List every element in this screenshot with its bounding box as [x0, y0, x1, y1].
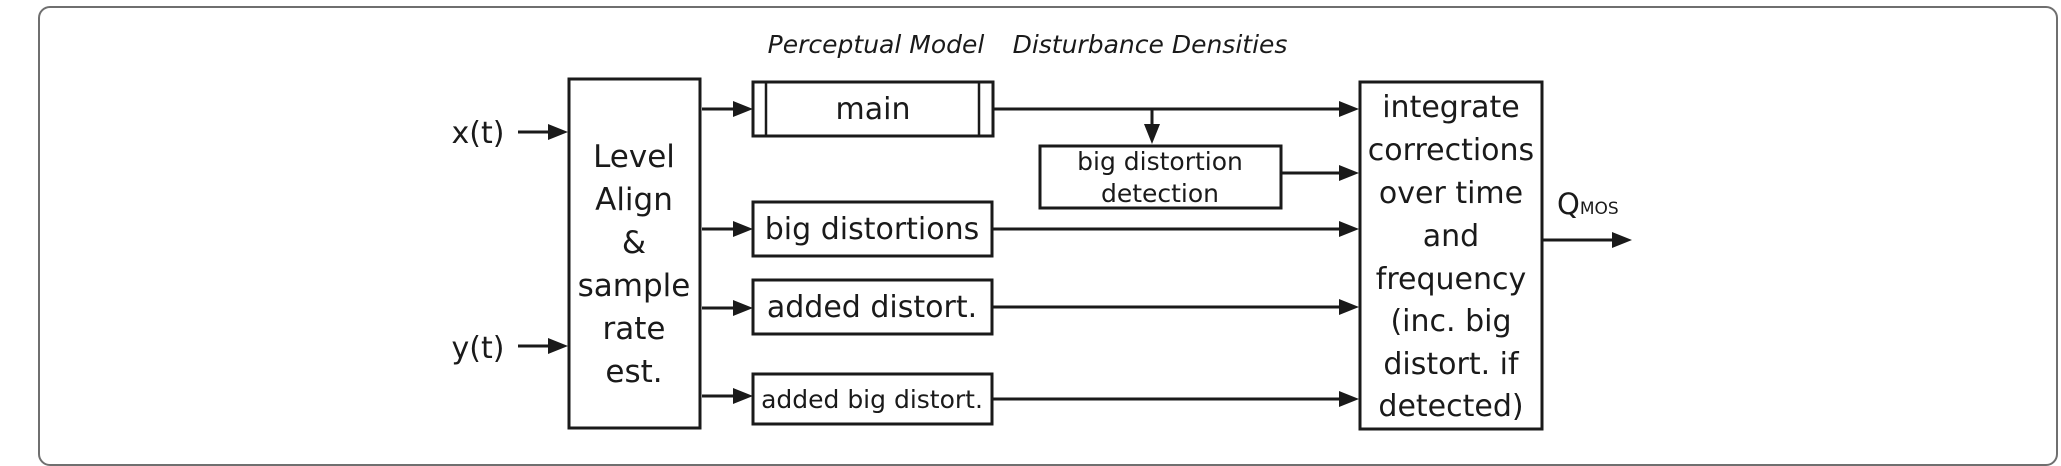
main-block: [751, 80, 995, 138]
integrate-line-4: and: [1423, 219, 1479, 254]
level-align-line-6: est.: [605, 354, 662, 390]
arrowhead: [1339, 101, 1359, 117]
arrowhead: [733, 221, 753, 237]
input-y-label: y(t): [452, 331, 505, 366]
perceptual-model-header: Perceptual Model: [768, 30, 985, 59]
main-label: main: [836, 92, 911, 127]
block-diagram: Perceptual Model Disturbance Densities x…: [452, 30, 1632, 431]
arrowhead: [1339, 221, 1359, 237]
level-align-line-3: &: [622, 225, 646, 261]
integrate-line-8: detected): [1378, 389, 1523, 424]
arrowhead: [733, 101, 753, 117]
arrowhead: [1144, 124, 1160, 144]
added-distort-label: added distort.: [767, 290, 977, 325]
level-align-line-4: sample: [578, 268, 691, 304]
disturbance-densities-header: Disturbance Densities: [1013, 30, 1288, 59]
level-align-line-2: Align: [595, 182, 673, 218]
level-align-line-5: rate: [603, 311, 666, 347]
big-distortions-label: big distortions: [765, 212, 980, 247]
integrate-line-1: integrate: [1382, 90, 1520, 125]
arrowhead: [1339, 391, 1359, 407]
arrowhead: [1612, 232, 1632, 248]
arrowhead: [548, 124, 568, 140]
detection-line-1: big distortion: [1077, 147, 1243, 176]
output-q-subscript: MOS: [1580, 199, 1619, 219]
integrate-line-7: distort. if: [1383, 347, 1520, 382]
integrate-block: [1358, 80, 1544, 431]
big-distortion-detection-block: [1038, 144, 1283, 210]
level-align-line-1: Level: [593, 139, 675, 175]
added-distort-block: [751, 278, 994, 336]
input-x-label: x(t): [452, 116, 505, 151]
output-q-label: QMOS: [1557, 187, 1619, 221]
integrate-line-2: corrections: [1368, 133, 1534, 168]
arrowhead: [733, 388, 753, 404]
arrowhead: [733, 300, 753, 316]
detection-line-2: detection: [1101, 179, 1219, 208]
output-q: Q: [1557, 187, 1580, 221]
added-big-distort-label: added big distort.: [761, 385, 983, 414]
integrate-line-6: (inc. big: [1390, 304, 1511, 339]
arrowhead: [548, 338, 568, 354]
arrowhead: [1339, 165, 1359, 181]
arrowhead: [1339, 299, 1359, 315]
level-align-block: [567, 77, 702, 430]
integrate-line-5: frequency: [1376, 262, 1526, 297]
integrate-line-3: over time: [1379, 176, 1523, 211]
